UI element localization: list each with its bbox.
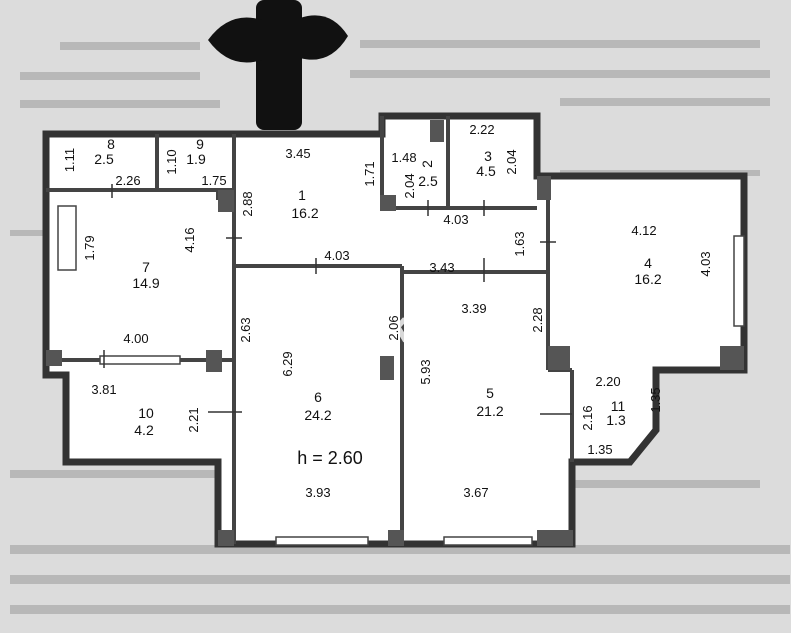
dim-label: 3.93 — [305, 485, 330, 500]
dim-label: 1.63 — [512, 231, 527, 256]
dim-label: 2.88 — [240, 191, 255, 216]
dim-label: 2.28 — [530, 307, 545, 332]
room-1-area: 16.2 — [291, 205, 318, 221]
room-3-area: 4.5 — [476, 163, 496, 179]
dim-label: 1.35 — [648, 387, 663, 412]
dim-label: 1.71 — [362, 161, 377, 186]
dim-label: 3.81 — [91, 382, 116, 397]
dim-label: 1.79 — [82, 235, 97, 260]
room-7-number: 7 — [142, 259, 150, 275]
room-4-area: 16.2 — [634, 271, 661, 287]
room-2-number: 2 — [419, 160, 435, 168]
room-labels: 8 2.5 9 1.9 1 16.2 2 2.5 3 4.5 4 16.2 7 … — [94, 136, 662, 438]
dim-label: 2.04 — [402, 173, 417, 198]
room-2-area: 2.5 — [418, 173, 438, 189]
wall-pillars — [46, 120, 744, 546]
dim-label: 1.10 — [164, 149, 179, 174]
room-7-area: 14.9 — [132, 275, 159, 291]
room-4-number: 4 — [644, 255, 652, 271]
dim-label: 4.00 — [123, 331, 148, 346]
dim-label: 3.45 — [285, 146, 310, 161]
dim-label: 1.75 — [201, 173, 226, 188]
dim-label: 2.06 — [386, 315, 401, 340]
dim-label: 4.03 — [324, 248, 349, 263]
dim-label: 1.48 — [391, 150, 416, 165]
dim-label: 2.20 — [595, 374, 620, 389]
dim-label: 2.22 — [469, 122, 494, 137]
dim-label: 1.35 — [587, 442, 612, 457]
dimension-labels: 3.45 1.71 1.48 2.22 2.04 2.04 1.11 2.26 … — [62, 122, 713, 500]
dim-label: 1.11 — [62, 148, 77, 172]
dim-label: 3.39 — [461, 301, 486, 316]
room-8-number: 8 — [107, 136, 115, 152]
room-6-number: 6 — [314, 389, 322, 405]
watermark: kn.kz — [318, 300, 433, 352]
dim-label: 2.16 — [580, 405, 595, 430]
dim-label: 5.93 — [418, 359, 433, 384]
room-9-number: 9 — [196, 136, 204, 152]
dim-label: 2.04 — [504, 149, 519, 174]
dim-label: 2.21 — [186, 407, 201, 432]
interior-walls — [46, 116, 574, 544]
room-5-number: 5 — [486, 385, 494, 401]
room-5-area: 21.2 — [476, 403, 503, 419]
dim-label: 3.67 — [463, 485, 488, 500]
dimension-ticks — [103, 184, 572, 415]
ink-blot — [208, 0, 348, 130]
dim-label: 2.63 — [238, 317, 253, 342]
ceiling-height: h = 2.60 — [297, 448, 363, 468]
room-10-area: 4.2 — [134, 422, 154, 438]
room-8-area: 2.5 — [94, 151, 114, 167]
room-1-number: 1 — [298, 187, 306, 203]
room-9-area: 1.9 — [186, 151, 206, 167]
room-3-number: 3 — [484, 148, 492, 164]
dim-label: 2.26 — [115, 173, 140, 188]
dim-label: 3.43 — [429, 260, 454, 275]
room-6-area: 24.2 — [304, 407, 331, 423]
dim-label: 6.29 — [280, 351, 295, 376]
dim-label: 4.03 — [443, 212, 468, 227]
room-11-number: 11 — [611, 398, 626, 414]
dim-label: 4.16 — [182, 227, 197, 252]
windows — [57, 205, 745, 546]
dim-label: 4.03 — [698, 251, 713, 276]
room-10-number: 10 — [138, 405, 154, 421]
room-11-area: 1.3 — [606, 412, 626, 428]
walls — [42, 112, 748, 548]
dim-label: 4.12 — [631, 223, 656, 238]
